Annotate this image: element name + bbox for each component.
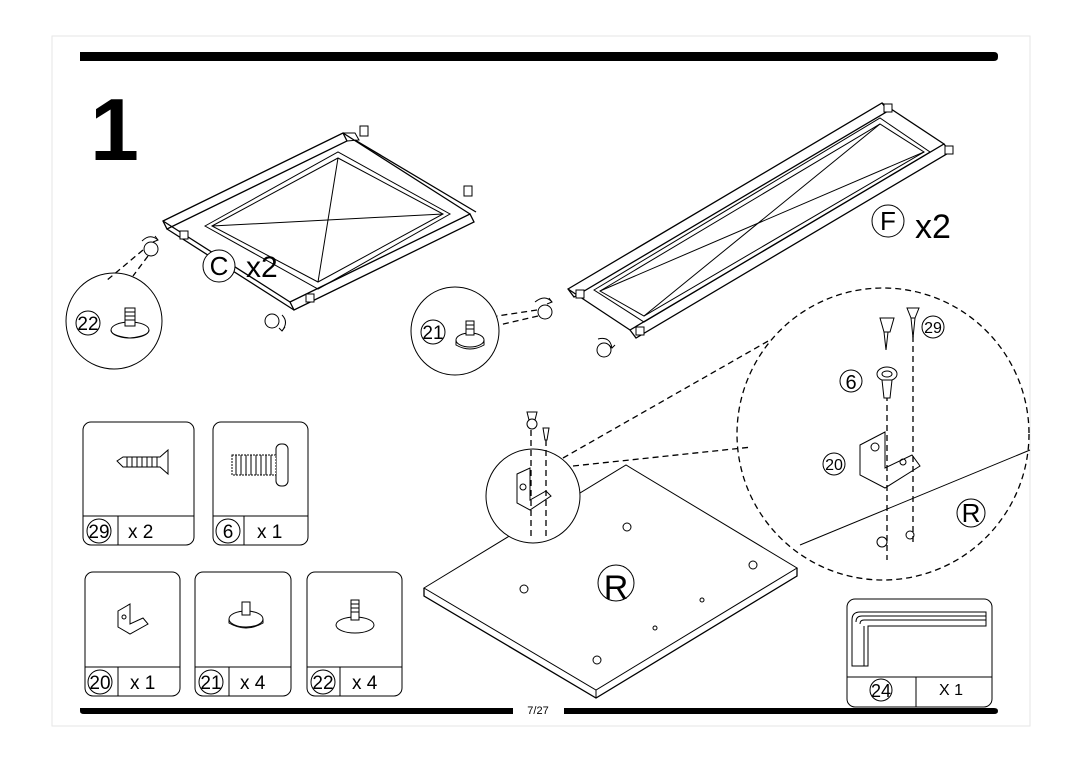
detail-leader-upper [562, 339, 771, 459]
hex-key-24-icon [851, 611, 987, 667]
part-f-badge [871, 204, 905, 238]
bracket-large-icon [799, 307, 1031, 560]
bracket-small-icon [516, 411, 552, 540]
frame-f-drawing [534, 102, 954, 358]
bracket-20-callout [822, 452, 846, 476]
part-f-quantity: x2 [915, 208, 951, 246]
tool-24-qty: X 1 [939, 682, 963, 699]
glide-21-callout [420, 319, 446, 345]
leader-line [496, 309, 538, 317]
top-rule [80, 52, 998, 61]
glide-22-callout [75, 310, 101, 336]
bottom-rule-right [564, 708, 998, 714]
glide-22-detail [65, 272, 163, 370]
part-22-qty: x 4 [352, 673, 378, 694]
part-c-badge [202, 249, 236, 283]
part-f-letter: F [880, 206, 896, 236]
glide-21-part-icon [228, 601, 264, 629]
bottom-rule-left [80, 708, 513, 714]
part-box-22: 22 x 4 [306, 571, 403, 697]
part-20-id: 20 [89, 673, 110, 694]
tool-24-id: 24 [871, 681, 891, 701]
part-22-id: 22 [312, 673, 333, 694]
part-box-29: 29 x 2 [82, 421, 195, 546]
leader-line [132, 255, 149, 277]
page-number: 7/27 [527, 705, 548, 717]
part-20-qty: x 1 [130, 673, 155, 694]
washer-6-callout [839, 369, 863, 393]
glide-22-callout-number: 22 [77, 314, 98, 335]
step-number: 1 [90, 80, 139, 179]
bracket-detail-large [736, 287, 1030, 581]
part-6-id: 6 [223, 522, 234, 543]
bracket-detail-small [485, 448, 581, 544]
glide-21-icon [455, 320, 485, 350]
detail-r-badge [956, 498, 986, 528]
part-box-21: 21 x 4 [194, 571, 292, 697]
part-box-6: 6 x 1 [212, 421, 309, 546]
glide-22-part-icon [335, 599, 375, 634]
tool-box-24: 24 X 1 [846, 598, 993, 708]
glide-21-detail [410, 286, 500, 376]
leader-line [498, 315, 539, 326]
part-29-qty: x 2 [128, 522, 153, 543]
part-c-letter: C [210, 251, 229, 281]
bracket-20-icon [117, 603, 149, 635]
frame-c-drawing [141, 125, 477, 332]
part-21-qty: x 4 [240, 673, 266, 694]
screw-29-callout-number: 29 [924, 320, 942, 337]
screw-29-callout [921, 315, 945, 339]
part-29-id: 29 [88, 522, 109, 543]
bracket-20-callout-number: 20 [825, 457, 843, 474]
leader-line [105, 249, 144, 282]
screw-29-icon [116, 448, 169, 476]
washer-6-callout-number: 6 [845, 372, 856, 394]
part-6-qty: x 1 [257, 522, 282, 543]
part-21-id: 21 [200, 673, 221, 694]
part-c-quantity: x2 [246, 251, 278, 284]
detail-r-label: R [962, 498, 981, 528]
board-r-badge [597, 564, 635, 602]
glide-21-callout-number: 21 [422, 323, 443, 344]
glide-22-icon [110, 307, 150, 339]
part-box-20: 20 x 1 [84, 571, 181, 697]
washer-6-icon [231, 443, 289, 487]
page-frame [51, 35, 1031, 727]
detail-leader-lower [572, 446, 753, 467]
